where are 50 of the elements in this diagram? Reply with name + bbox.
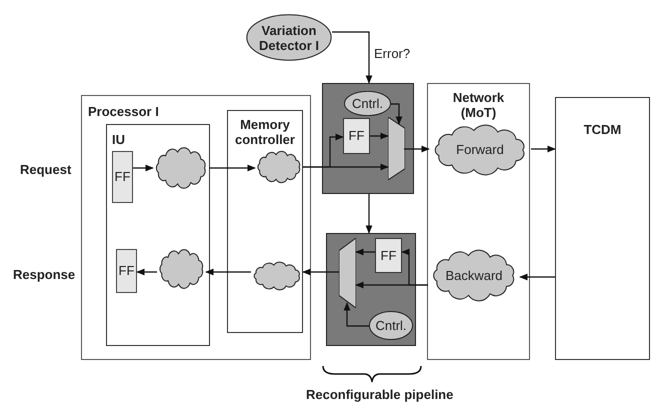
node-label: Cntrl. (375, 316, 407, 335)
node-label: FF (114, 168, 130, 186)
memory-controller-box (227, 110, 303, 333)
node-label: Forward (456, 141, 504, 160)
arrow (205, 268, 251, 276)
arrow (332, 31, 372, 84)
side-label: Reconfigurable pipeline (306, 386, 454, 404)
logic-cloud (157, 248, 206, 290)
node-label: FF (348, 127, 364, 146)
arrow (302, 268, 339, 276)
network-box (427, 83, 530, 360)
node-label: IU (112, 131, 125, 149)
arrow (133, 164, 154, 172)
node-label: TCDM (582, 121, 622, 139)
node-label: FF (118, 262, 134, 280)
tcdm-box (555, 97, 650, 360)
arrow (370, 132, 389, 140)
iu-box (106, 124, 210, 346)
node-label: FF (380, 246, 396, 265)
arrow (366, 194, 372, 234)
node-label: Memory controller (234, 117, 296, 147)
flip-flop-box (116, 249, 137, 293)
arrow (209, 164, 256, 172)
arrow (531, 146, 556, 152)
arrow (519, 274, 555, 280)
arrow (136, 268, 157, 276)
arrow (355, 248, 375, 256)
node-label: Processor I (88, 103, 159, 121)
detector-ellipse (246, 14, 332, 61)
node-label: Network (MoT) (452, 90, 506, 120)
node-label: Cntrl. (352, 94, 384, 113)
flip-flop-box (375, 238, 402, 273)
logic-cloud (255, 150, 303, 184)
arrow (344, 302, 369, 327)
flip-flop-box (112, 151, 133, 203)
arrow (303, 134, 344, 168)
node-label: Variation Detector I (258, 22, 320, 52)
arrow (401, 248, 428, 286)
multiplexer-shape (388, 117, 405, 180)
flip-flop-box (343, 118, 370, 154)
arrow (391, 103, 402, 125)
side-label: Response (13, 266, 76, 284)
logic-cloud (251, 261, 303, 291)
multiplexer-shape (339, 238, 356, 308)
processor-box (81, 95, 311, 360)
side-label: Request (20, 161, 72, 179)
node-label: Backward (445, 266, 503, 285)
arrow (404, 146, 430, 152)
pipeline-stage-box (322, 83, 414, 194)
pipeline-stage-box (326, 233, 416, 346)
